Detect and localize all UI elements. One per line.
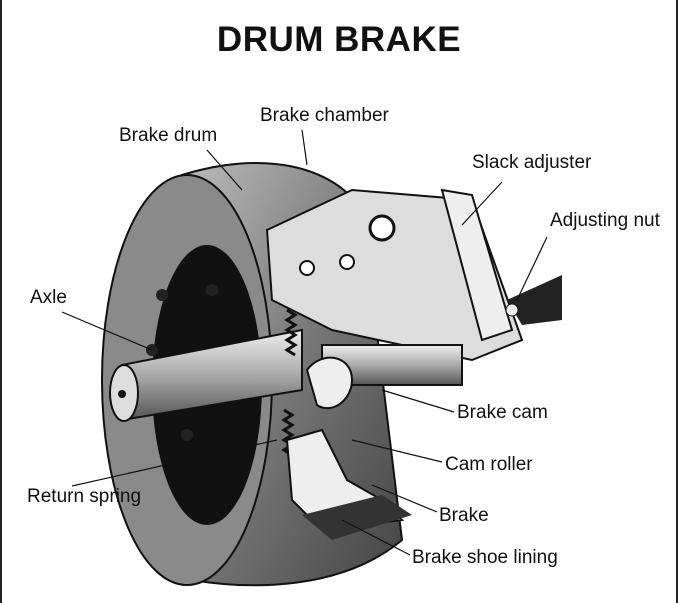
diagram-title: DRUM BRAKE [216,20,462,59]
label-cam-roller: Cam roller [445,454,533,475]
label-brake: Brake [439,505,489,526]
label-brake-drum: Brake drum [119,125,218,146]
label-brake-cam: Brake cam [457,402,548,423]
label-brake-shoe-lining: Brake shoe lining [412,547,558,568]
bolt-holes [146,284,218,441]
label-slack-adjuster: Slack adjuster [472,152,592,173]
label-axle: Axle [30,287,67,308]
brake-shoe-lining [302,495,412,540]
adjusting-nut-shaft [507,275,562,325]
label-brake-chamber: Brake chamber [260,105,389,126]
label-adjusting-nut: Adjusting nut [550,210,660,231]
leader-lines [61,129,548,556]
chamber-pushrod [368,214,396,242]
label-return-spring: Return spring [27,486,142,507]
slack-adjuster-arm [440,188,514,342]
brake-cam [305,356,354,410]
